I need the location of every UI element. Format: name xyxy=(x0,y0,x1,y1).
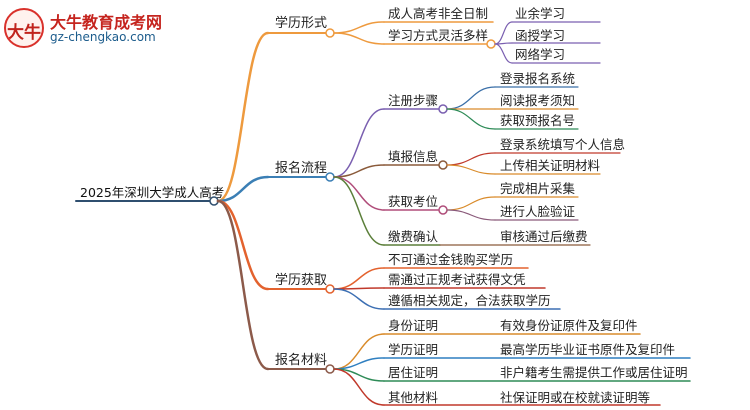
connector-curve xyxy=(216,31,270,203)
connector-curve xyxy=(333,164,385,178)
node-buke-goumai: 不可通过金钱购买学历 xyxy=(388,252,514,267)
connector-curve xyxy=(333,21,385,34)
connector-curve xyxy=(216,199,270,291)
connector-curve xyxy=(446,86,496,110)
connector-curve xyxy=(446,209,496,221)
node-huoqu-kaowei: 获取考位 xyxy=(388,194,439,209)
leaf-shenfenzheng: 有效身份证原件及复印件 xyxy=(500,318,638,333)
root-topic: 2025年深圳大学成人高考 xyxy=(80,185,225,200)
logo-emblem-text: 大牛 xyxy=(7,23,41,43)
junction-dot xyxy=(325,284,335,294)
leaf-shenhe-jiaofei: 审核通过后缴费 xyxy=(500,229,588,244)
node-juzhu-zhengming: 居住证明 xyxy=(388,365,439,380)
junction-dot xyxy=(438,104,448,114)
leaf-yuedu-baokao-xuzhi: 阅读报考须知 xyxy=(500,93,576,108)
branch-baoming-liucheng: 报名流程 xyxy=(275,161,328,176)
connector-curve xyxy=(333,267,385,290)
connector-curve xyxy=(446,164,496,175)
connector-curve xyxy=(333,176,385,211)
leaf-tianxie-geren-xinxi: 登录系统填写个人信息 xyxy=(500,137,626,152)
node-xuexi-fangshi: 学习方式灵活多样 xyxy=(388,28,489,43)
connector-curve xyxy=(446,196,496,211)
site-logo: 大牛 大牛教育成考网 gz-chengkao.com xyxy=(4,8,204,52)
branch-baoming-cailiao: 报名材料 xyxy=(275,353,328,368)
connector-curve xyxy=(333,288,385,310)
node-shenfen-zhengming: 身份证明 xyxy=(388,318,439,333)
branch-xueli-huoqu: 学历获取 xyxy=(275,273,328,288)
connector-curve xyxy=(216,199,270,371)
node-tianbao-xinxi: 填报信息 xyxy=(388,149,439,164)
leaf-yeyu-xuexi: 业余学习 xyxy=(515,6,566,21)
connector-curve xyxy=(494,43,513,64)
connector-curve xyxy=(333,108,385,178)
connector-curve xyxy=(446,108,496,130)
connector-curve xyxy=(333,368,385,406)
junction-dot xyxy=(325,28,335,38)
logo-url: gz-chengkao.com xyxy=(50,30,156,44)
node-hefa-huoqu: 遵循相关规定，合法获取学历 xyxy=(388,293,551,308)
branch-xueli-xingshi: 学历形式 xyxy=(275,16,328,31)
leaf-renlian-yanzheng: 进行人脸验证 xyxy=(500,204,576,219)
leaf-gongzuo-juzhu: 非户籍考生需提供工作或居住证明 xyxy=(500,365,688,380)
junction-dot xyxy=(486,39,496,49)
leaf-shangchuan-zhengming: 上传相关证明材料 xyxy=(500,158,601,173)
connector-curve xyxy=(446,152,496,166)
connector-curve xyxy=(333,32,385,45)
leaf-shebao-zhengming: 社保证明或在校就读证明等 xyxy=(500,390,651,405)
node-jiaofei-queren: 缴费确认 xyxy=(388,229,439,244)
junction-dot xyxy=(325,364,335,374)
logo-title: 大牛教育成考网 xyxy=(50,13,163,32)
node-xueli-zhengming: 学历证明 xyxy=(388,342,439,357)
node-qita-cailiao: 其他材料 xyxy=(388,390,439,405)
leaf-hanshou-xuexi: 函授学习 xyxy=(515,28,566,43)
leaf-huoqu-yubaomng-hao: 获取预报名号 xyxy=(500,113,576,128)
connector-curve xyxy=(333,176,385,246)
node-zhuce-buzhou: 注册步骤 xyxy=(388,93,439,108)
leaf-wangluo-xuexi: 网络学习 xyxy=(515,47,566,62)
leaf-xiangpian-caiji: 完成相片采集 xyxy=(500,181,576,196)
junction-dot xyxy=(438,160,448,170)
node-zhenggui-kaoshi: 需通过正规考试获得文凭 xyxy=(388,272,526,287)
logo-emblem: 大牛 xyxy=(4,8,44,48)
connector-curve xyxy=(216,175,270,203)
junction-dot xyxy=(438,205,448,215)
connector-curve xyxy=(494,21,513,45)
junction-dot xyxy=(325,172,335,182)
leaf-denglu-baoming-xitong: 登录报名系统 xyxy=(500,71,576,86)
leaf-biye-zhengshu: 最高学历毕业证书原件及复印件 xyxy=(500,342,676,357)
node-chengkao-feiquanrizhi: 成人高考非全日制 xyxy=(388,6,489,21)
